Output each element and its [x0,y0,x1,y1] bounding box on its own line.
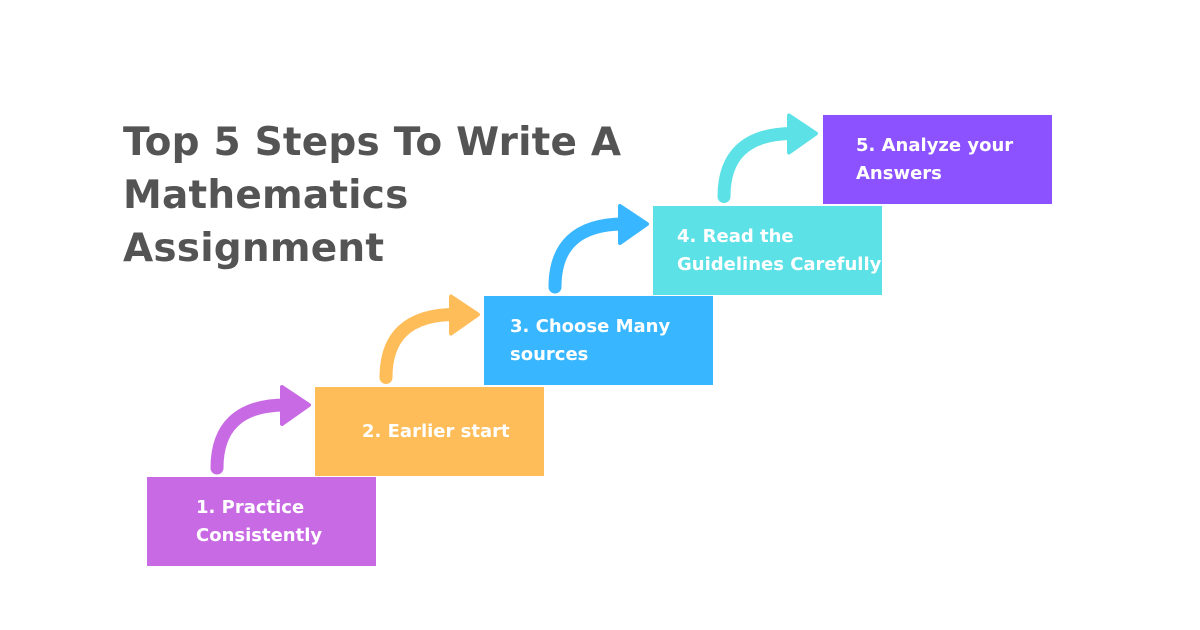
step-3-label: 3. Choose Many sources [510,315,671,365]
arrow-3-icon [548,204,649,294]
step-5-box: 5. Analyze your Answers [823,115,1052,204]
step-1-label: 1. Practice Consistently [196,496,323,546]
step-4-box: 4. Read the Guidelines Carefully [653,206,882,295]
arrow-2-icon [379,294,480,384]
step-5-label: 5. Analyze your Answers [856,134,1014,184]
step-4-label: 4. Read the Guidelines Carefully [677,225,882,275]
arrow-1-icon [210,385,311,475]
step-1-box: 1. Practice Consistently [147,477,376,566]
step-2-box: 2. Earlier start [315,387,544,476]
arrow-4-icon [717,113,818,203]
step-3-box: 3. Choose Many sources [484,296,713,385]
page-title: Top 5 Steps To Write A Mathematics Assig… [123,120,622,271]
step-2-label: 2. Earlier start [362,420,510,442]
